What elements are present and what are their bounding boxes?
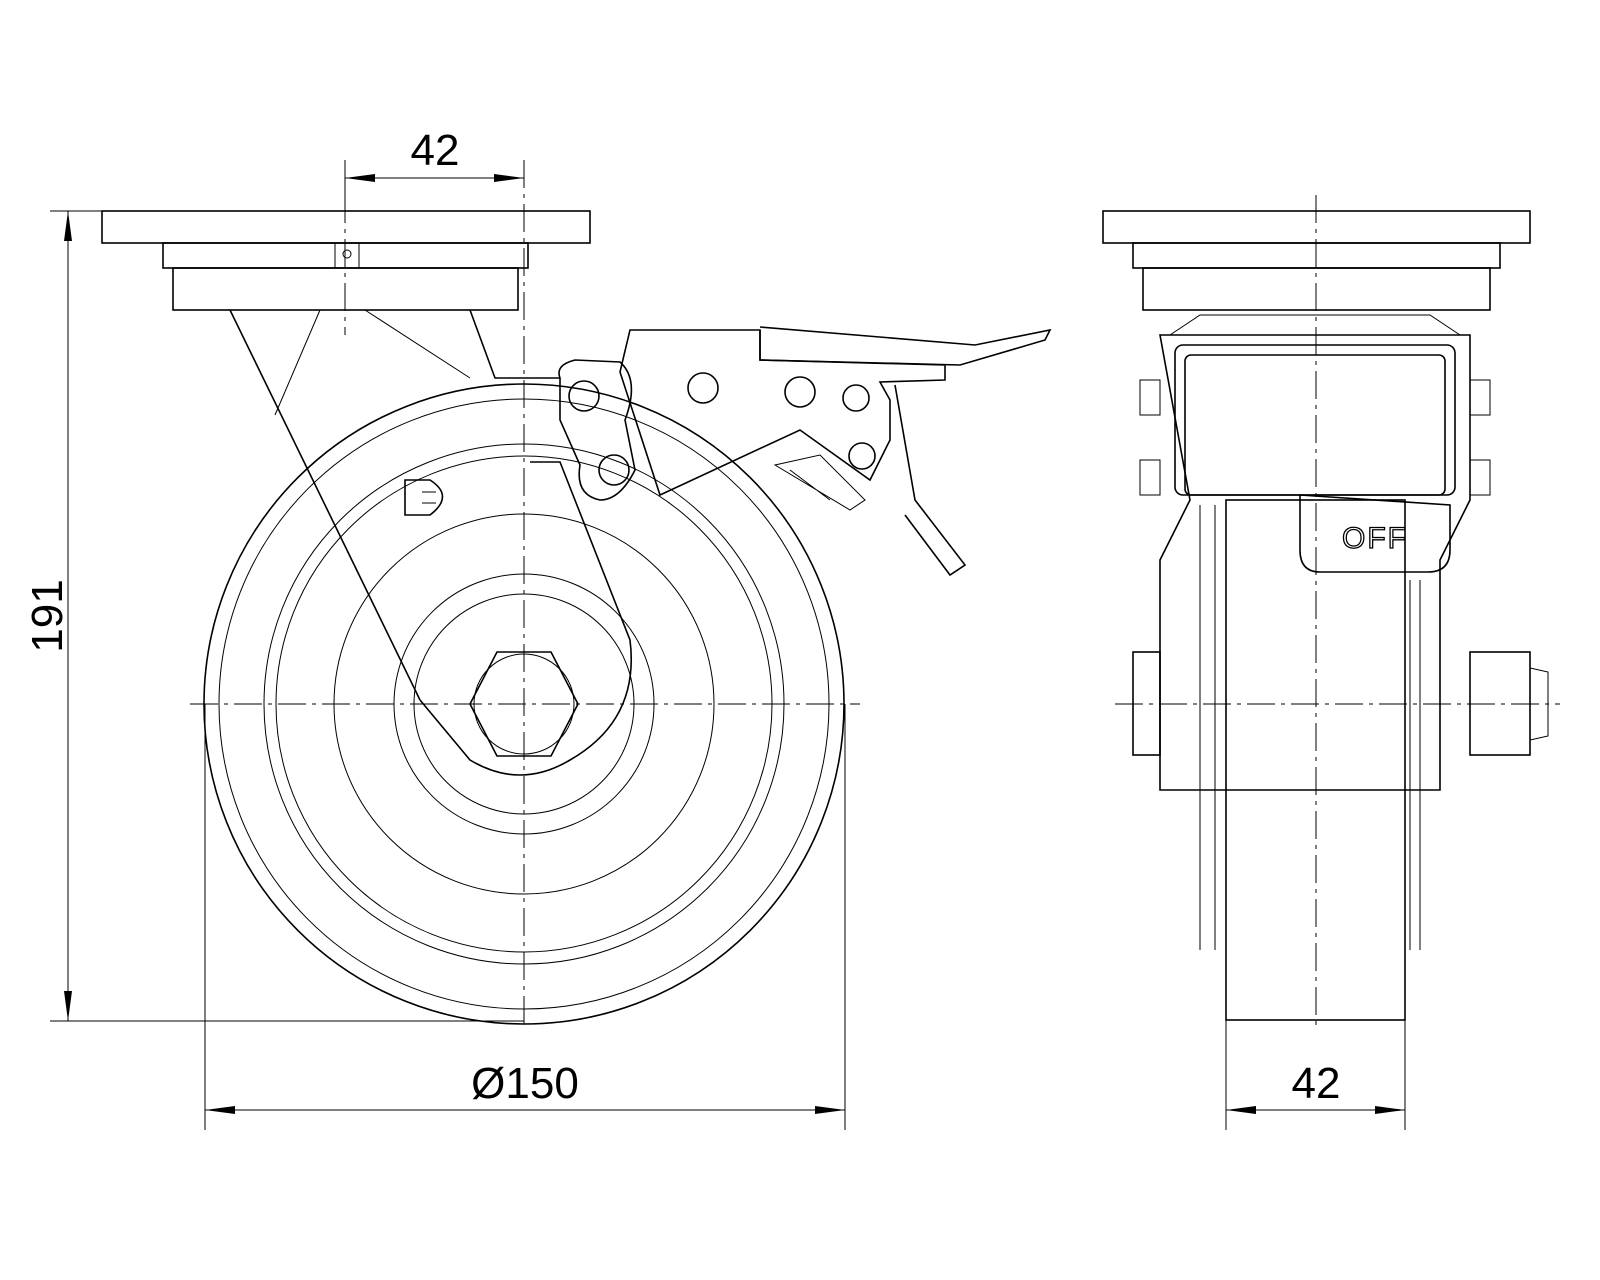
- center-lines: [190, 160, 860, 1030]
- logo-d-icon: [404, 479, 444, 516]
- side-fork: [1139, 314, 1491, 791]
- dimension-width: 42: [1225, 1020, 1406, 1130]
- dimension-offset: 42: [344, 126, 524, 211]
- brake-mechanism: [558, 326, 1052, 577]
- dim-offset-label: 42: [411, 126, 460, 175]
- dim-diameter-label: Ø150: [471, 1059, 579, 1108]
- front-view: 42 191 Ø150: [23, 126, 1052, 1130]
- side-view: OFF 42: [1102, 195, 1560, 1130]
- brake-pedal-off: OFF: [1299, 494, 1451, 573]
- swivel-fork: [229, 309, 632, 776]
- dimension-diameter: Ø150: [204, 1020, 846, 1130]
- side-wheel: [1199, 499, 1421, 1021]
- top-plate: [101, 210, 591, 311]
- side-center-lines: [1115, 195, 1560, 1030]
- dim-width-label: 42: [1292, 1059, 1341, 1108]
- dim-height-label: 191: [23, 579, 72, 652]
- dimension-height: 191: [23, 210, 524, 1022]
- brake-off-label: OFF: [1342, 522, 1408, 555]
